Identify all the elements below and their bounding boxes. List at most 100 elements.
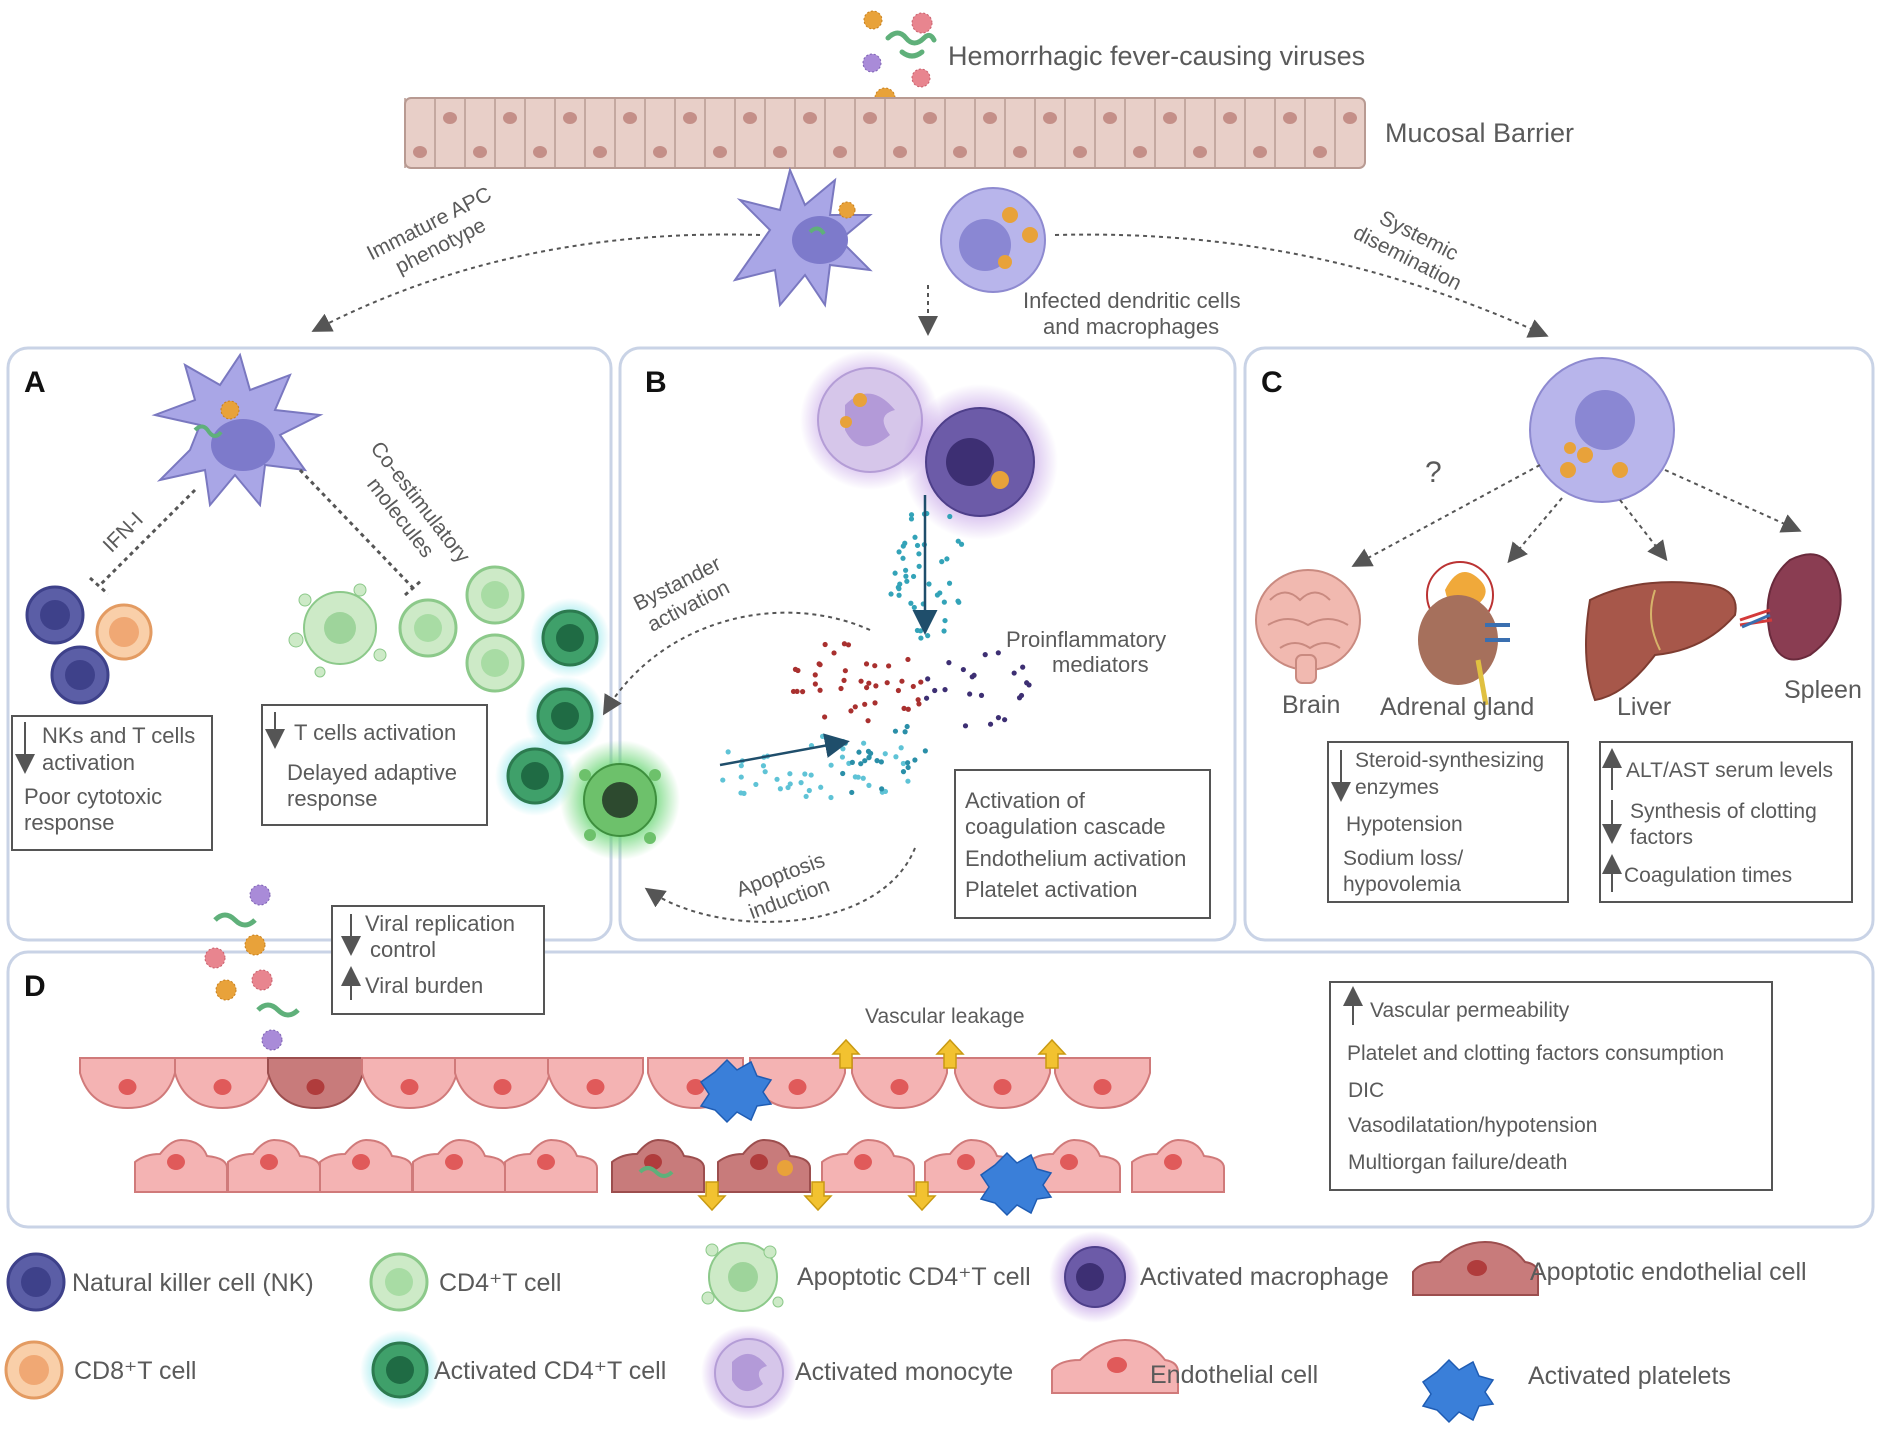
mucosa-nucleus	[1133, 146, 1147, 158]
mediator-dot	[926, 581, 932, 587]
mediator-dot	[785, 784, 791, 791]
panel-b-letter: B	[645, 366, 667, 399]
mucosa-nucleus	[953, 146, 967, 158]
mediator-dot	[893, 754, 899, 760]
panel-d-box	[1329, 981, 1773, 1191]
mediator-dot	[942, 617, 948, 624]
mediator-dot	[818, 784, 824, 790]
mucosa-nucleus	[803, 112, 817, 124]
mediator-dot	[845, 642, 852, 648]
mediator-dot	[903, 573, 909, 579]
mediator-dot	[908, 600, 914, 606]
mediator-dot	[738, 774, 744, 780]
mediator-dot	[946, 660, 952, 666]
mediator-dot	[794, 688, 800, 695]
nk-box-line-4: response	[24, 810, 115, 835]
mediator-dot	[923, 695, 930, 701]
mediator-dot	[905, 778, 911, 784]
adrenal-box-line-1: Steroid-synthesizing	[1355, 749, 1545, 772]
panel-a-box-tcell	[261, 704, 488, 826]
mediator-dot	[967, 691, 973, 697]
mediator-dot	[878, 759, 884, 765]
legend-cd4-icon	[369, 1252, 429, 1312]
mediator-dot	[982, 652, 988, 658]
mediator-dot	[896, 549, 902, 555]
viral-box-line-2: control	[370, 937, 437, 962]
organ-label-adrenal: Adrenal gland	[1380, 693, 1535, 721]
mediator-dot	[884, 680, 890, 686]
legend-cd8-icon	[4, 1340, 64, 1400]
mediator-dot	[902, 729, 908, 735]
activated-cd4-cells-a	[495, 598, 610, 816]
mediator-dot	[866, 782, 872, 788]
mediator-dot	[917, 628, 924, 634]
mediator-dot	[908, 516, 915, 522]
mediator-dot	[762, 769, 768, 775]
arrow-to-adrenal	[1507, 497, 1563, 564]
mediator-dot	[947, 513, 953, 520]
organ-label-spleen: Spleen	[1784, 676, 1862, 704]
proinflam-line-1: Proinflammatory	[1006, 627, 1167, 652]
mediator-dot	[849, 759, 855, 765]
arrow-cyan-to-center	[719, 733, 850, 767]
legend-apoptotic-cd4-icon	[701, 1242, 784, 1312]
mediator-dot	[792, 666, 799, 672]
endothelial-nucleus	[118, 1079, 137, 1095]
mediator-dot	[828, 794, 834, 801]
mucosa-nucleus	[773, 146, 787, 158]
mediator-dot	[831, 650, 837, 656]
legend-activated-cd4-label: Activated CD4⁺T cell	[434, 1357, 667, 1385]
mediator-dot	[900, 769, 907, 775]
legend-nk-icon	[6, 1252, 66, 1312]
mediator-dot	[896, 592, 902, 598]
mediator-dot	[916, 551, 922, 557]
mediator-dot	[939, 559, 945, 565]
arrow-to-panel-c	[1054, 233, 1549, 338]
mediator-dot	[955, 538, 961, 544]
mediator-dot	[725, 749, 731, 755]
mediator-dot	[944, 556, 950, 562]
mediator-dot	[899, 678, 905, 684]
mediator-dot	[865, 718, 871, 724]
mediator-dot	[932, 687, 938, 694]
mediator-dot	[995, 715, 1002, 721]
mediator-dot	[896, 586, 902, 592]
mucosa-nucleus	[713, 146, 727, 158]
coag-box-line-2: coagulation cascade	[965, 814, 1166, 839]
mediator-dot	[841, 677, 847, 683]
legend-cd8-label: CD8⁺T cell	[74, 1357, 197, 1385]
mediator-dot	[904, 578, 910, 584]
mediator-dot	[941, 628, 947, 634]
mediator-dot	[822, 714, 828, 720]
mediator-dot	[915, 697, 921, 703]
spleen-icon	[1739, 553, 1842, 661]
mediator-dot	[774, 776, 780, 782]
endothelial-nucleus	[890, 1079, 909, 1095]
legend-activated-monocyte-label: Activated monocyte	[795, 1358, 1014, 1386]
mediator-dot	[828, 762, 834, 768]
arrow-to-spleen	[1664, 469, 1802, 533]
leakage-arrow	[831, 1038, 861, 1069]
leakage-arrow	[907, 1181, 937, 1212]
endothelial-nucleus	[400, 1079, 419, 1095]
mediator-dot	[925, 633, 931, 639]
mediator-dot	[918, 635, 924, 641]
mediator-dot	[971, 672, 977, 678]
mediator-dot	[910, 683, 916, 690]
liver-box-line-3: factors	[1630, 826, 1694, 849]
organ-label-liver: Liver	[1617, 693, 1672, 721]
adrenal-box-line-3: Hypotension	[1346, 813, 1463, 836]
virus-on-apoptotic-cell	[638, 1166, 674, 1178]
mediator-dot	[862, 758, 868, 764]
mediator-dot	[873, 683, 879, 689]
mediator-dot	[892, 570, 898, 576]
mucosa-nucleus	[443, 112, 457, 124]
legend-activated-monocyte-icon	[701, 1325, 797, 1421]
question-mark: ?	[1425, 456, 1442, 489]
mucosa-nucleus	[623, 112, 637, 124]
mediator-dot	[760, 763, 767, 769]
mediator-dot	[916, 563, 922, 569]
leakage-arrows	[697, 1038, 1067, 1212]
mediator-dot	[720, 777, 726, 783]
brain-icon	[1255, 569, 1361, 684]
